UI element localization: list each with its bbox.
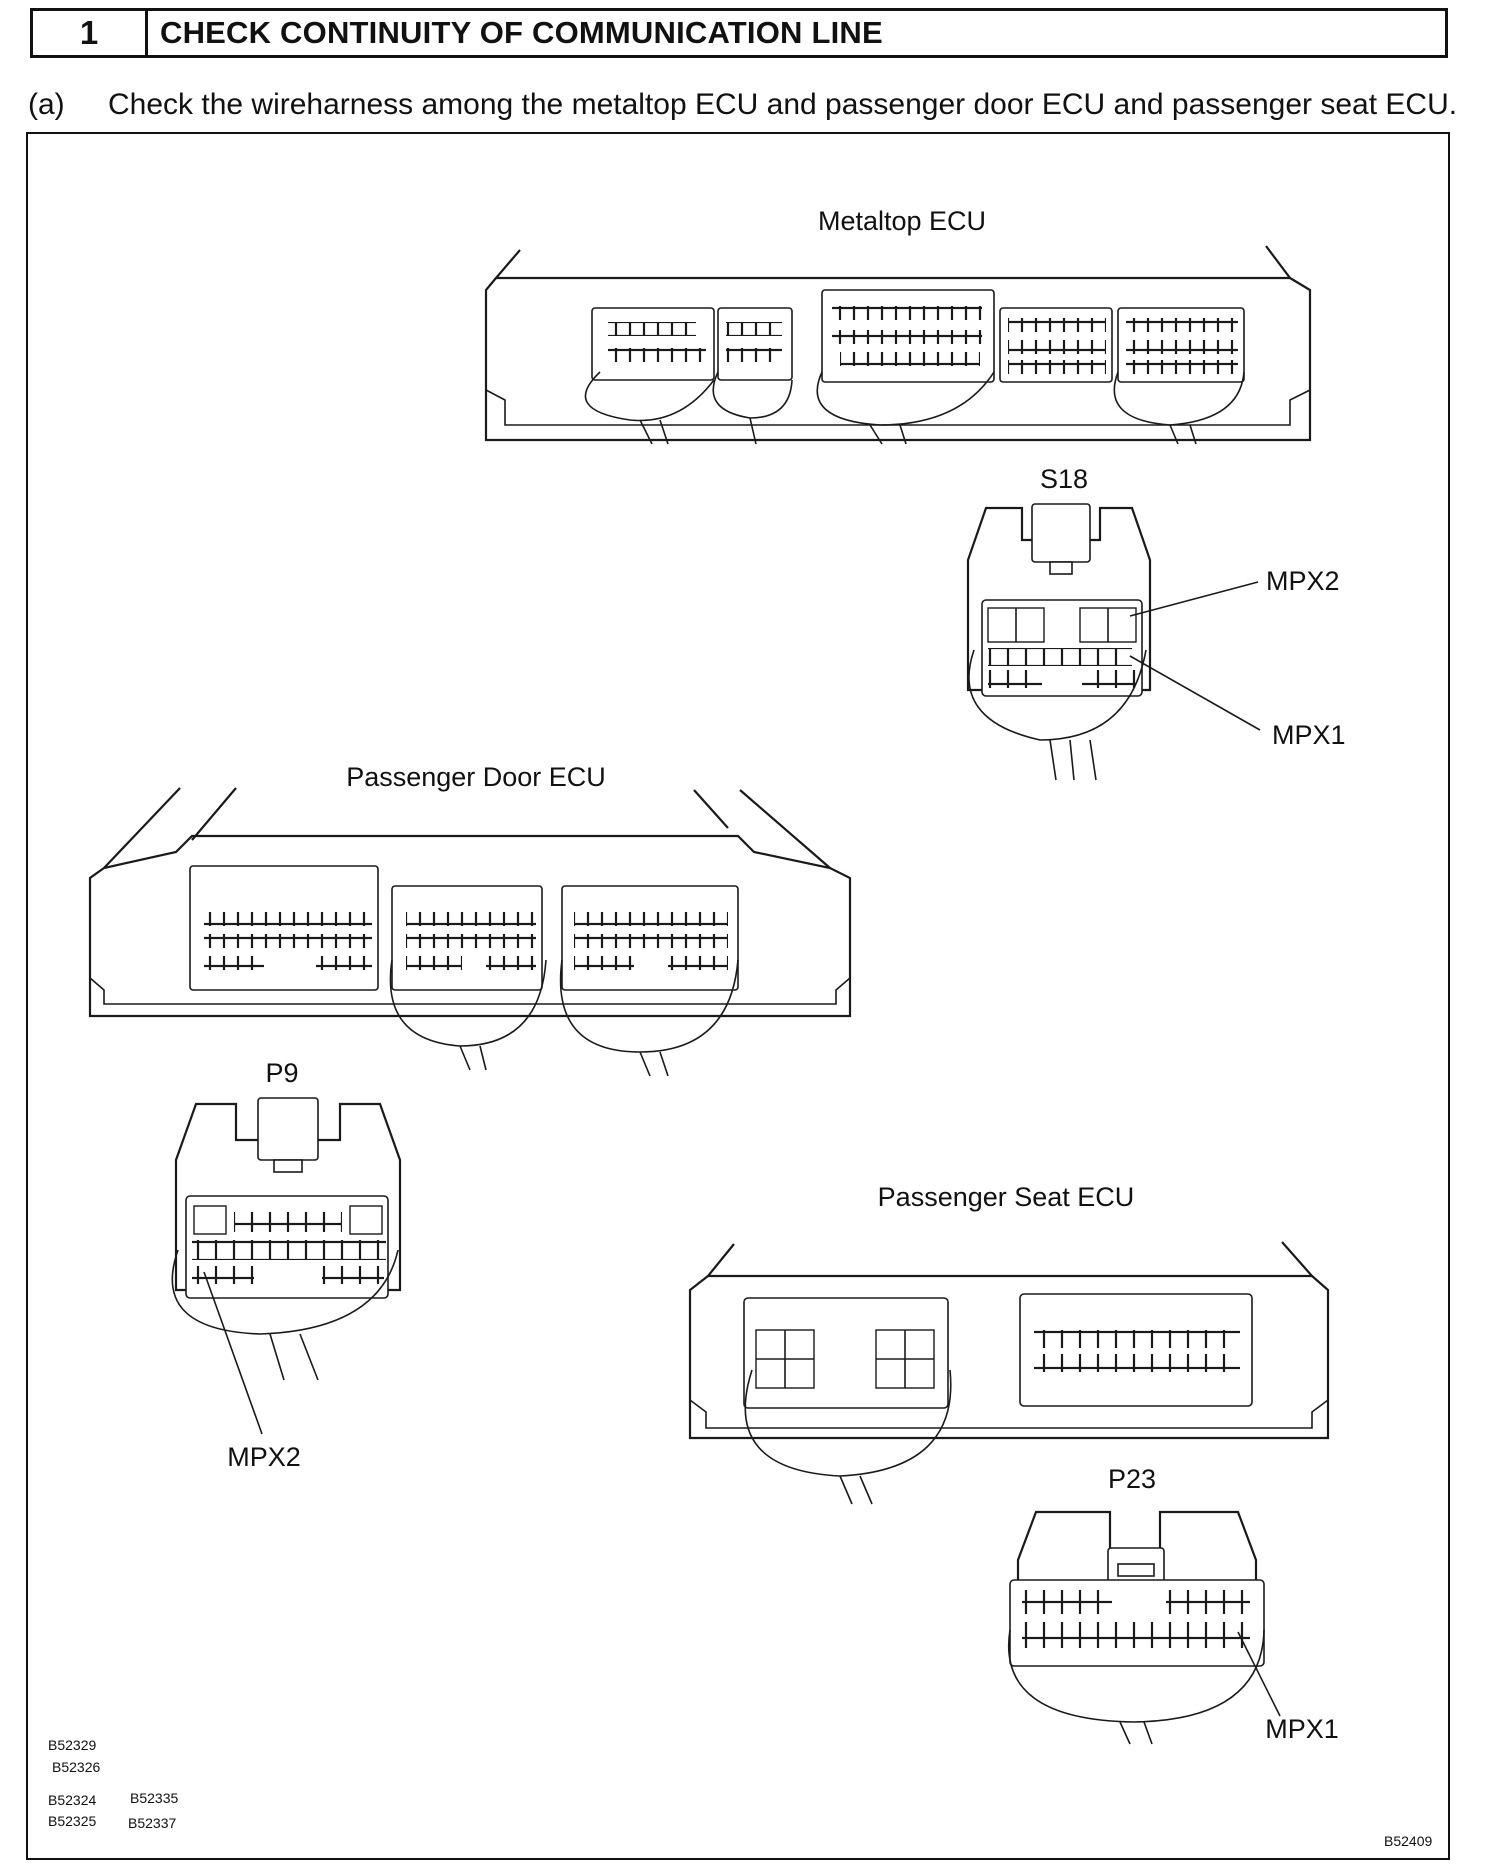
reference-codes: B52329 B52326 B52324 B52335 B52325 B5233… — [48, 1737, 1432, 1849]
passenger-door-ecu-label: Passenger Door ECU — [346, 762, 606, 792]
passenger-seat-ecu-label: Passenger Seat ECU — [878, 1182, 1135, 1212]
s18-mpx2-label: MPX2 — [1266, 566, 1340, 596]
ref-code: B52337 — [128, 1815, 176, 1831]
instruction: (a) Check the wireharness among the metal… — [28, 88, 1457, 122]
ref-code: B52325 — [48, 1813, 96, 1829]
p23-label: P23 — [1108, 1464, 1156, 1494]
s18-label: S18 — [1040, 464, 1088, 494]
connector-p23: P23 MPX1 — [1008, 1464, 1339, 1745]
instruction-label: (a) — [28, 88, 65, 121]
s18-mpx1-label: MPX1 — [1272, 720, 1346, 750]
p9-mpx2-label: MPX2 — [227, 1442, 301, 1472]
ref-code: B52335 — [130, 1790, 178, 1806]
ref-code: B52326 — [52, 1759, 100, 1775]
metaltop-ecu: Metaltop ECU — [484, 206, 1312, 445]
ref-code: B52324 — [48, 1792, 96, 1808]
instruction-text: Check the wireharness among the metaltop… — [108, 88, 1458, 121]
passenger-seat-ecu: Passenger Seat ECU — [688, 1182, 1330, 1505]
step-title: CHECK CONTINUITY OF COMMUNICATION LINE — [160, 15, 883, 50]
connector-s18: S18 MPX2 MPX1 — [966, 464, 1346, 781]
ref-code: B52329 — [48, 1737, 96, 1753]
metaltop-ecu-label: Metaltop ECU — [818, 206, 986, 236]
passenger-door-ecu: Passenger Door ECU — [88, 762, 852, 1077]
p9-label: P9 — [265, 1058, 298, 1088]
ref-code: B52409 — [1384, 1833, 1432, 1849]
connector-p9: P9 MPX2 — [171, 1058, 402, 1472]
diagram-frame — [26, 132, 1450, 1860]
p23-mpx1-label: MPX1 — [1265, 1714, 1339, 1744]
step-header: 1 CHECK CONTINUITY OF COMMUNICATION LINE — [30, 8, 1448, 58]
step-number: 1 — [33, 11, 148, 55]
